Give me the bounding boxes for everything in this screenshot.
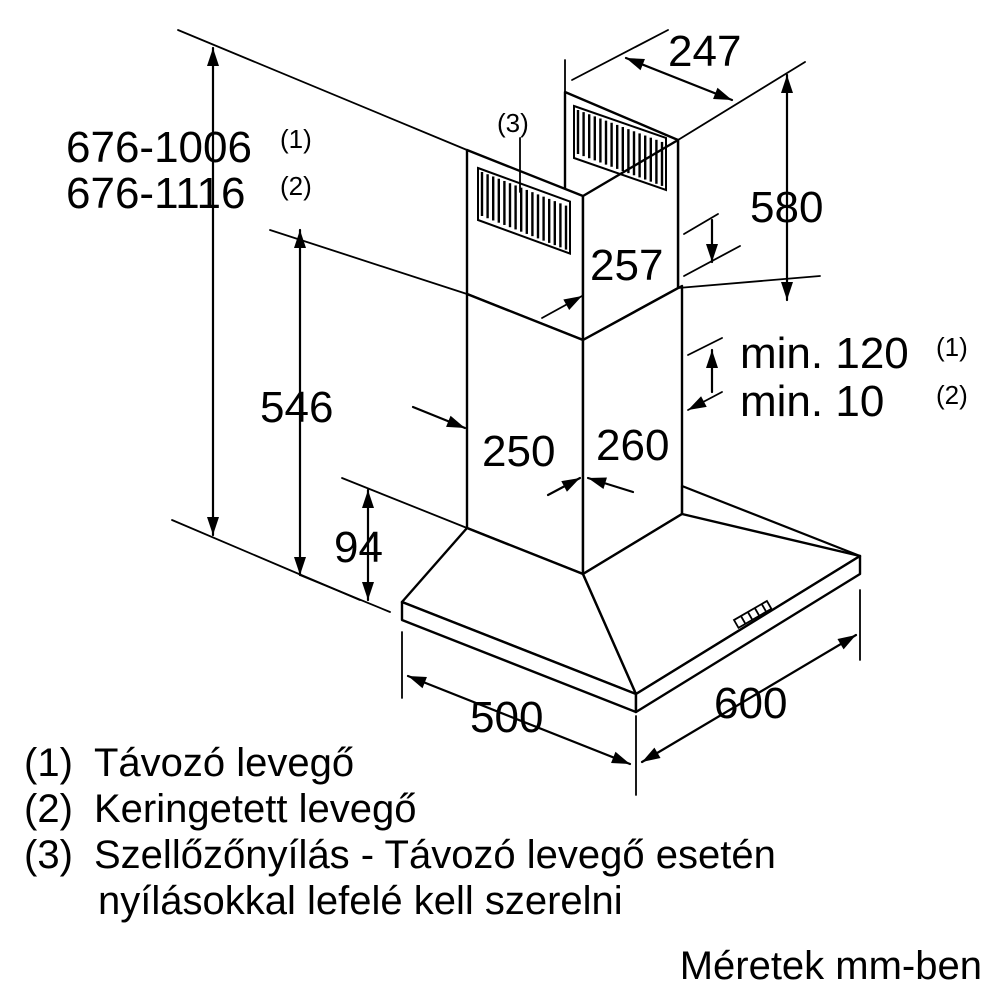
hood-width-line: [640, 633, 858, 764]
arrowhead: [362, 490, 374, 508]
legend-item: (3) Szellőzőnyílás - Távozó levegő esetén: [24, 832, 776, 878]
lower-width-label: 250: [482, 427, 555, 476]
vent-slots-back: [573, 104, 667, 192]
arrowhead: [563, 296, 582, 310]
units-note: Méretek mm-ben: [679, 944, 982, 988]
legend-text: Keringetett levegő: [94, 787, 417, 831]
legend-item: (2) Keringetett levegő: [24, 786, 776, 832]
total-height-label-1: 676-1006: [66, 123, 252, 172]
arrowhead: [642, 747, 661, 762]
arrowhead: [446, 415, 465, 428]
arrowhead: [207, 517, 219, 535]
clearance-note-1: (1): [936, 332, 968, 362]
hood-front-rim-right: [634, 554, 862, 714]
arrowhead: [688, 396, 707, 410]
upper-depth-label: 247: [668, 27, 741, 76]
dimension-labels: 676-1006 (1) 676-1116 (2) 247 580 257 (3…: [66, 27, 968, 742]
arrowhead: [611, 751, 630, 764]
dimension-arrowheads: [207, 48, 856, 764]
clearance-label-1: min. 120: [740, 329, 909, 378]
canopy-back-edge: [680, 484, 862, 558]
arrowhead: [362, 582, 374, 600]
control-panel: [732, 599, 773, 630]
arrowhead: [588, 477, 607, 490]
arrowhead: [207, 48, 219, 66]
lower-height-label: 546: [260, 383, 333, 432]
hood-body: [400, 90, 862, 714]
arrowhead: [837, 635, 856, 650]
legend-item: (1) Távozó levegő: [24, 740, 776, 786]
clearance-label-2: min. 10: [740, 377, 884, 426]
legend-item-continuation: nyílásokkal lefelé kell szerelni: [98, 879, 623, 923]
lower-depth-label: 260: [596, 421, 669, 470]
canopy-height-label: 94: [334, 523, 383, 572]
clearance-note-2: (2): [936, 380, 968, 410]
total-height-note-1: (1): [280, 124, 312, 154]
legend-text: Szellőzőnyílás - Távozó levegő esetén: [94, 833, 776, 877]
arrowhead: [706, 350, 718, 368]
upper-height-label: 580: [750, 183, 823, 232]
arrowhead: [561, 478, 580, 492]
arrowhead: [713, 87, 732, 100]
arrowhead: [294, 557, 306, 575]
arrowhead: [781, 282, 793, 300]
hood-depth-line: [406, 674, 632, 766]
upper-depth-line: [624, 56, 734, 102]
arrowhead: [706, 244, 718, 262]
arrowhead: [408, 676, 427, 689]
legend: (1) Távozó levegő (2) Keringetett levegő (…: [24, 740, 776, 924]
dimension-lines: [171, 29, 861, 796]
total-height-note-2: (2): [280, 171, 312, 201]
legend-number: (2): [24, 787, 73, 831]
upper-width-label: 257: [590, 241, 663, 290]
legend-number: (1): [24, 741, 73, 785]
legend-number: (3): [24, 833, 73, 877]
total-height-label-2: 676-1116: [66, 169, 245, 218]
arrowhead: [781, 75, 793, 93]
arrowhead: [626, 58, 645, 71]
vent-callout: (3): [497, 108, 529, 138]
vent-slots-front: [477, 166, 571, 256]
legend-text: Távozó levegő: [94, 741, 355, 785]
hood-depth-label: 500: [470, 693, 543, 742]
hood-width-label: 600: [714, 679, 787, 728]
arrowhead: [294, 230, 306, 248]
